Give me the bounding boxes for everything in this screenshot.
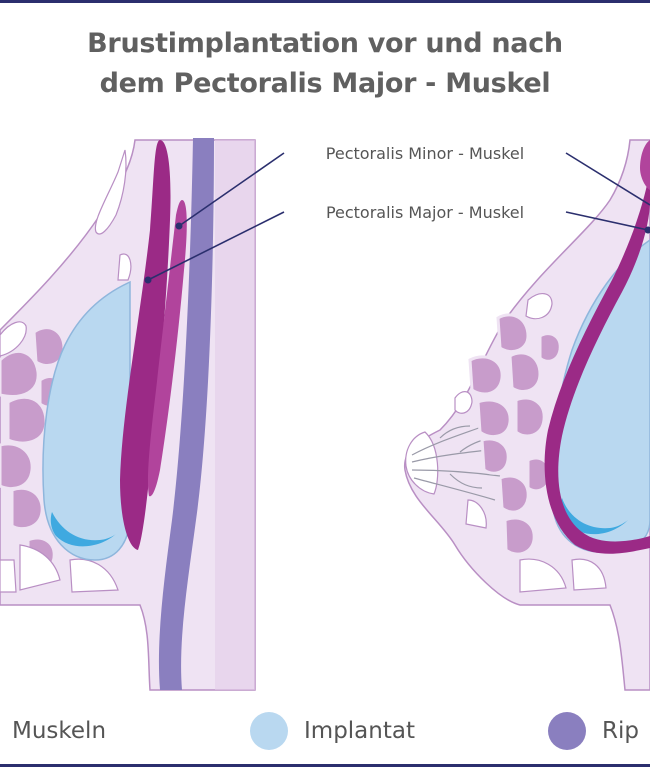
left-pectoralis-major [120,140,171,550]
leader-dot-minor-left [175,222,183,230]
legend-label-implantat: Implantat [304,718,415,744]
right-implant-fold [561,498,628,535]
legend-item-implantat: Implantat [250,705,415,757]
legend-swatch-implantat [250,712,288,750]
right-gland-lobules [468,313,562,556]
title-line-1: Brustimplantation vor und nach [87,28,563,59]
left-implant-fold [50,512,116,547]
legend-item-rippen: Rip [548,705,639,757]
legend-label-rippen: Rip [602,718,639,744]
left-chest-wall-shade [215,140,255,690]
left-breast-diagram [0,138,256,691]
leader-dot-major-left [144,276,152,284]
right-nipple [405,431,439,495]
leader-dots [144,222,650,284]
leader-minor-left [178,152,285,227]
right-fat-pockets [454,293,607,593]
leader-dot-major-right [644,226,650,234]
top-border [0,0,650,3]
anatomy-diagram: Pectoralis Minor - Muskel Pectoralis Maj… [0,138,650,691]
legend-label-muskeln: Muskeln [12,718,107,744]
label-pectoralis-minor: Pectoralis Minor - Muskel [326,144,524,163]
legend-swatch-rippen [548,712,586,750]
left-rib-band [158,138,214,690]
right-pectoralis-minor [640,140,650,190]
label-pectoralis-major: Pectoralis Major - Muskel [326,203,524,222]
right-pectoralis-major [544,170,650,554]
bottom-border [0,764,650,767]
right-breast-diagram [404,139,650,691]
page-title: Brustimplantation vor und nach dem Pecto… [0,24,650,104]
leader-lines [147,152,650,281]
leader-major-right [565,211,649,231]
title-line-2: dem Pectoralis Major - Muskel [99,68,551,99]
legend: Muskeln Implantat Rip [0,705,650,757]
left-pectoralis-minor [147,200,187,497]
left-implant [42,280,131,561]
leader-minor-right [565,152,650,206]
leader-major-left [147,211,285,281]
left-fat-pockets [0,149,132,593]
legend-item-muskeln: Muskeln [12,705,106,757]
